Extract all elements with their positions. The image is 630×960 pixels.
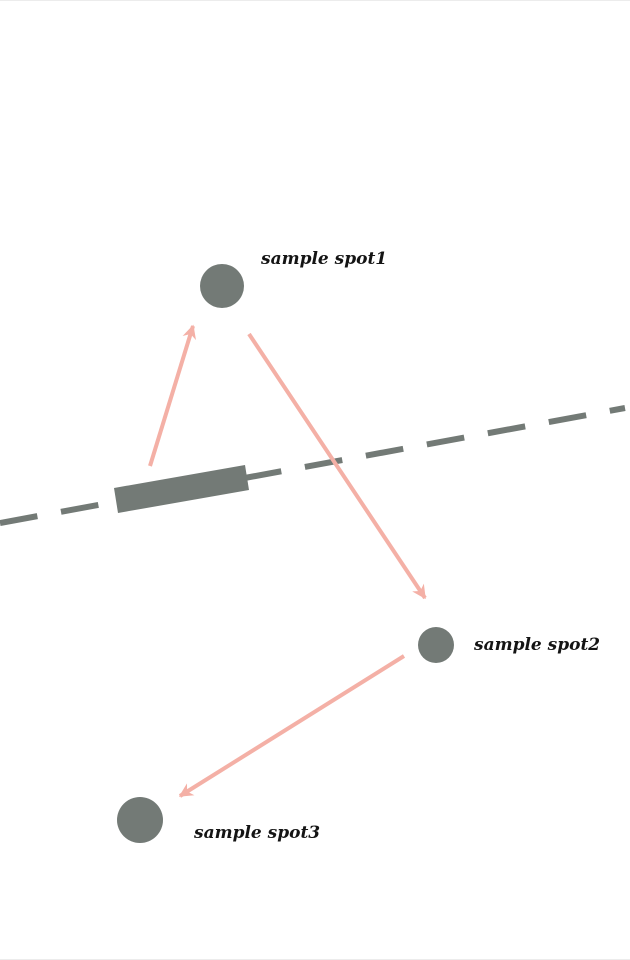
top-border xyxy=(0,0,630,1)
arrow-spot1-to-spot2 xyxy=(247,332,427,600)
position-marker xyxy=(114,465,249,513)
sample-spot-1-label: sample spot1 xyxy=(260,249,387,269)
sample-spot-2-label: sample spot2 xyxy=(473,635,600,655)
arrow-marker-to-spot1 xyxy=(148,324,196,467)
dashed-path-line xyxy=(0,405,626,526)
sample-spot-2-marker[interactable] xyxy=(418,627,454,663)
sample-spot-3-marker[interactable] xyxy=(117,797,163,843)
sample-spot-3-label: sample spot3 xyxy=(193,823,320,843)
arrow-spot2-to-spot3 xyxy=(178,654,406,798)
sample-spot-1-marker[interactable] xyxy=(200,264,244,308)
